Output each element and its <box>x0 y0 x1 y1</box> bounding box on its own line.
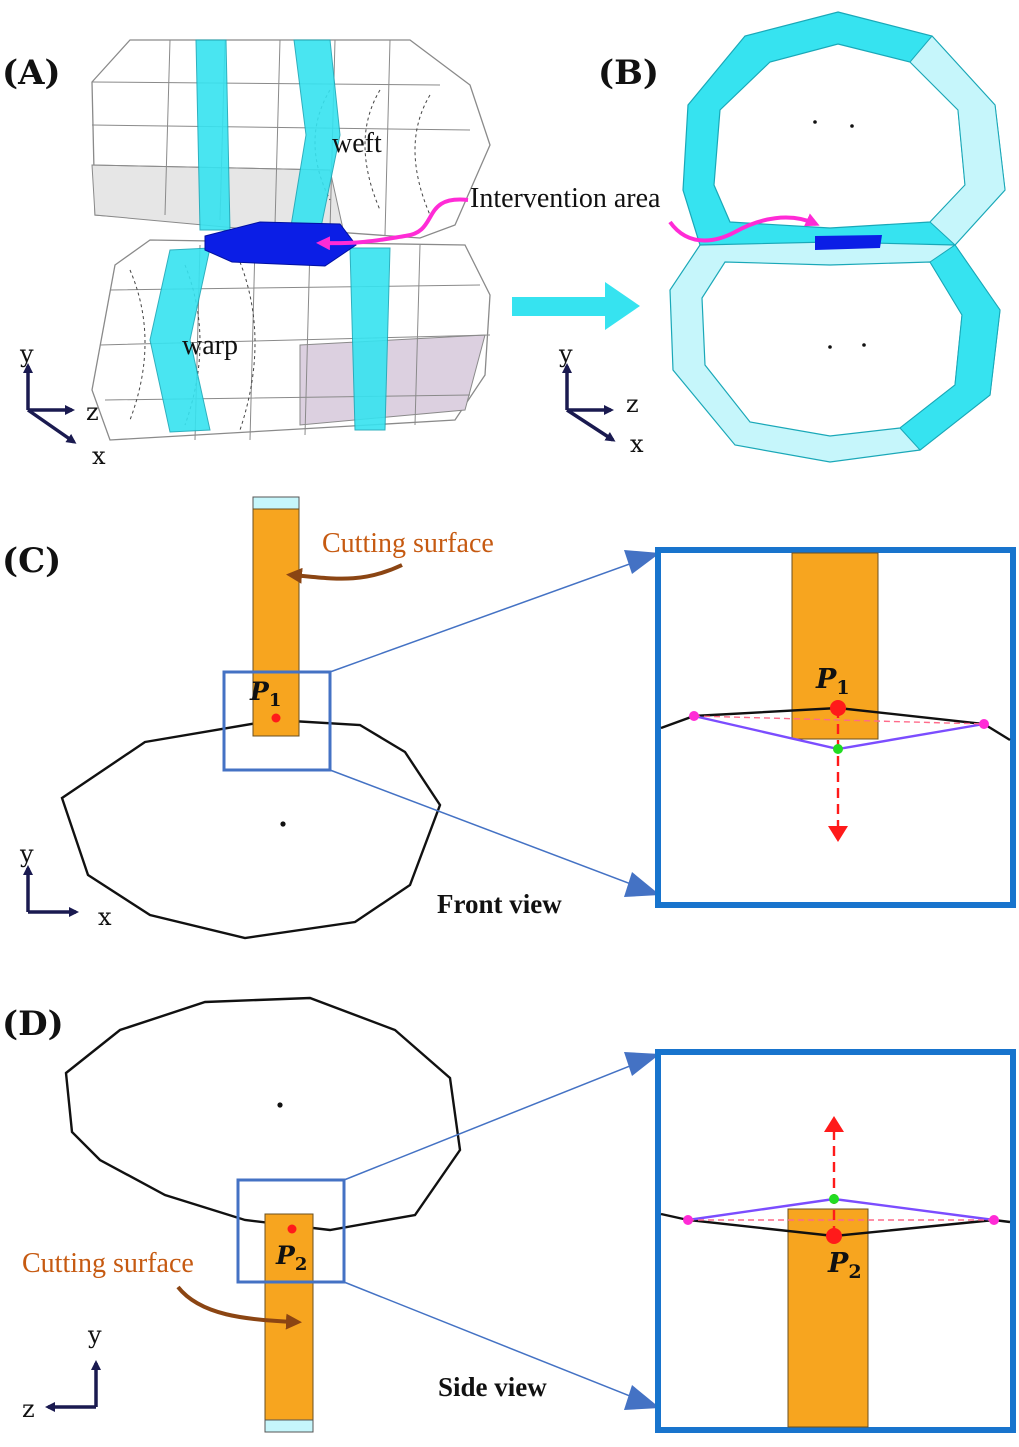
zoom-point-p2-sub: 2 <box>848 1261 861 1283</box>
axes-b: y z x <box>558 340 644 458</box>
point-p1-main: P <box>249 677 270 706</box>
panel-d-label: (D) <box>2 1004 64 1044</box>
zoom-source-box-c <box>222 670 332 772</box>
cutting-surface-arrow-c <box>286 563 403 584</box>
cutting-surface-label-c: Cutting surface <box>322 528 494 559</box>
zoom-point-p2-main: P <box>827 1248 849 1279</box>
panel-a: (A) weft warp Inte <box>2 39 661 470</box>
axis-c-x: x <box>98 903 112 931</box>
intervention-area <box>204 221 357 267</box>
axes-a: y z x <box>19 340 106 470</box>
point-p2-label: P2 <box>275 1241 307 1275</box>
zoom-arrowhead-c-top <box>624 550 660 574</box>
axis-a-z: z <box>86 398 99 426</box>
warp-yarn-model <box>91 239 491 441</box>
arrow-right-icon <box>512 282 640 330</box>
panel-c-label: (C) <box>2 541 61 581</box>
warp-label: warp <box>182 330 238 361</box>
zoom-point-p1-sub: 1 <box>836 677 849 699</box>
panel-b: (B) y z x <box>558 11 1006 463</box>
panel-b-label: (B) <box>598 53 659 93</box>
axis-d-y: y <box>87 1321 102 1349</box>
intervention-arrow-b <box>668 213 820 243</box>
weft-label: weft <box>332 128 382 159</box>
cutting-surface-c <box>252 508 300 737</box>
cutting-surface-arrow-d <box>176 1285 302 1330</box>
panel-d: (D) Cutting surface P2 P2 Side view y <box>2 996 1016 1433</box>
view-label-side: Side view <box>438 1372 547 1402</box>
axis-d-z: z <box>22 1395 35 1423</box>
intervention-area-label: Intervention area <box>470 183 661 214</box>
point-p2-sub: 2 <box>295 1254 308 1275</box>
point-p2-main: P <box>275 1241 296 1270</box>
axis-c-y: y <box>19 840 34 868</box>
cutting-surface-cap-c <box>252 496 300 510</box>
zoom-arrowhead-d-bottom <box>624 1385 660 1410</box>
axis-b-y: y <box>558 340 573 368</box>
weft-yarn-model <box>91 39 491 239</box>
zoom-point-p1-label: P1 <box>815 664 850 699</box>
point-p1-label: P1 <box>249 677 281 711</box>
point-p1-sub: 1 <box>269 690 282 711</box>
axis-b-z: z <box>626 390 639 418</box>
view-label-front: Front view <box>437 889 562 919</box>
intervention-arrow-a <box>316 197 469 251</box>
panel-c: (C) Cutting surface P1 P1 Front view y <box>2 496 1016 940</box>
cutting-surface-cap-d <box>264 1419 314 1433</box>
yarn-cross-section-side <box>64 996 462 1232</box>
point-p1 <box>271 713 281 723</box>
zoom-point-p2-label: P2 <box>827 1248 862 1283</box>
axis-a-x: x <box>92 442 106 470</box>
zoom-point-p1-main: P <box>815 664 837 695</box>
panel-a-label: (A) <box>2 53 61 93</box>
zoom-arrowhead-c-bottom <box>624 872 660 897</box>
intervention-area-b <box>815 235 882 250</box>
zoom-arrowhead-d-top <box>624 1052 660 1076</box>
axes-d: y z <box>22 1321 102 1423</box>
axes-c: y x <box>19 840 112 931</box>
cutting-surface-label-d: Cutting surface <box>22 1248 194 1279</box>
axis-a-y: y <box>19 340 34 368</box>
yarn-cross-section-front <box>60 718 442 940</box>
axis-b-x: x <box>630 430 644 458</box>
zoom-source-box-d <box>236 1178 346 1284</box>
point-p2 <box>287 1224 297 1234</box>
